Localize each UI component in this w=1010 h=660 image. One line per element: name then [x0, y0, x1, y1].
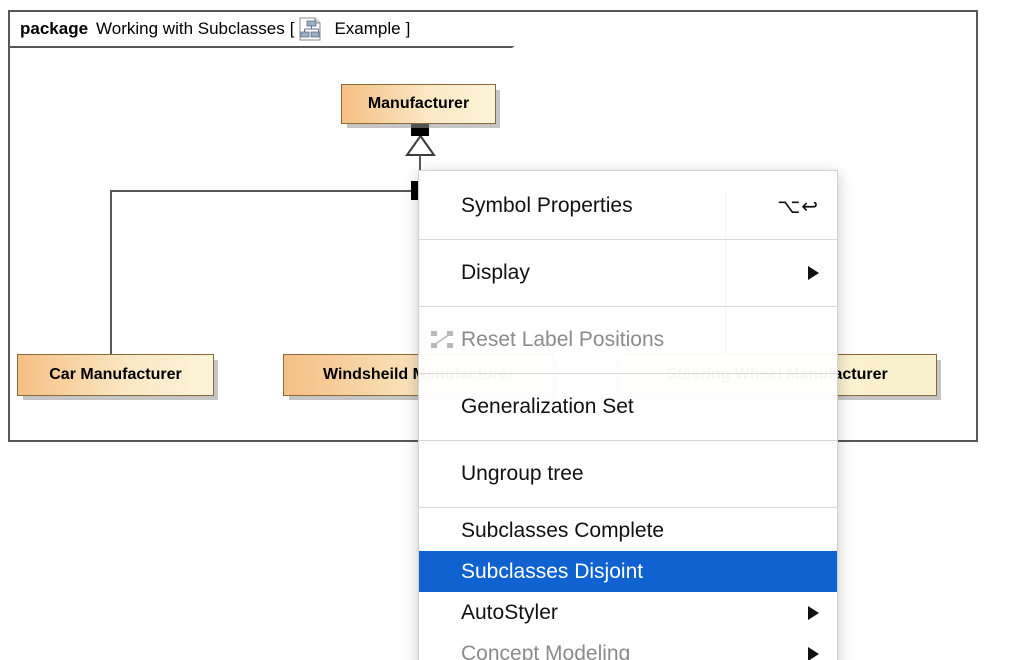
generalization-set-marker-bus — [411, 181, 420, 200]
menu-label-autostyler: AutoStyler — [461, 600, 558, 624]
menu-item-autostyler[interactable]: AutoStyler — [419, 592, 837, 633]
generalization-set-marker-top — [411, 120, 429, 136]
chevron-right-icon — [808, 266, 819, 280]
class-diagram-icon — [299, 17, 321, 41]
bracket-close: ] — [405, 19, 411, 38]
menu-separator-4 — [419, 440, 837, 441]
menu-item-concept-modeling[interactable]: Concept Modeling — [419, 633, 837, 660]
menu-item-symbol-properties[interactable]: Symbol Properties ⌥↩ — [419, 175, 837, 237]
generalization-tree-bus — [110, 190, 421, 192]
package-keyword: package — [20, 19, 89, 38]
shortcut-option-return: ⌥↩ — [777, 195, 819, 218]
class-name-manufacturer: Manufacturer — [367, 95, 470, 112]
menu-item-display[interactable]: Display — [419, 242, 837, 304]
menu-label-subclasses-complete: Subclasses Complete — [461, 518, 665, 542]
menu-item-generalization-set[interactable]: Generalization Set — [419, 376, 837, 438]
menu-separator-2 — [419, 306, 837, 307]
menu-separator-1 — [419, 239, 837, 240]
menu-label-ungroup-tree: Ungroup tree — [461, 462, 584, 485]
menu-label-generalization-set: Generalization Set — [461, 395, 634, 418]
class-box-manufacturer[interactable]: Manufacturer — [341, 84, 496, 124]
bracket-open: [ — [289, 19, 295, 38]
menu-item-ungroup-tree[interactable]: Ungroup tree — [419, 443, 837, 505]
menu-item-subclasses-disjoint[interactable]: Subclasses Disjoint — [419, 551, 837, 592]
menu-label-symbol-properties: Symbol Properties — [461, 194, 633, 217]
menu-label-display: Display — [461, 261, 530, 284]
menu-item-subclasses-complete[interactable]: Subclasses Complete — [419, 510, 837, 551]
menu-label-subclasses-disjoint: Subclasses Disjoint — [461, 559, 644, 583]
reset-label-positions-icon — [431, 331, 453, 349]
menu-label-concept-modeling: Concept Modeling — [461, 641, 631, 660]
diagram-label: Example — [334, 19, 401, 38]
menu-separator-5 — [419, 507, 837, 508]
menu-label-reset-label-positions: Reset Label Positions — [461, 328, 665, 351]
chevron-right-icon — [808, 646, 819, 660]
chevron-right-icon — [808, 605, 819, 620]
class-name-car-manufacturer: Car Manufacturer — [49, 366, 182, 383]
context-menu[interactable]: Symbol Properties ⌥↩ Display Reset Label… — [418, 170, 838, 660]
package-name: Working with Subclasses — [96, 19, 285, 38]
class-box-car-manufacturer[interactable]: Car Manufacturer — [17, 354, 214, 396]
menu-separator-3 — [419, 373, 837, 374]
menu-item-reset-label-positions[interactable]: Reset Label Positions — [419, 309, 837, 371]
branch-car-manufacturer — [110, 190, 112, 354]
package-frame-tab: package Working with Subclasses [ Exampl… — [8, 10, 533, 48]
generalization-arrowhead — [405, 135, 436, 156]
